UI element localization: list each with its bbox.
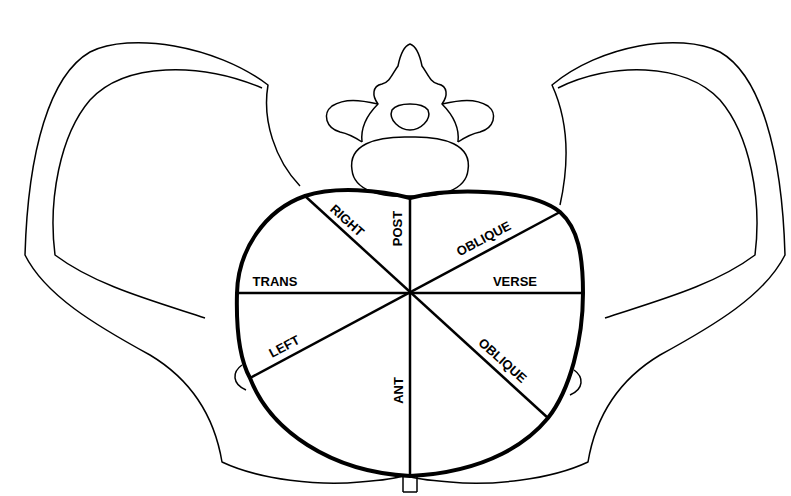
spinal-canal [391, 104, 429, 130]
left-hip-bone [25, 43, 402, 483]
transverse-process [442, 101, 494, 143]
diameter-label: VERSE [492, 275, 538, 288]
diameter-label: OBLIQUE [476, 335, 530, 386]
vertebral-body [352, 137, 469, 196]
inlet-diameters [237, 196, 583, 476]
symphysis-line [416, 476, 418, 492]
right-oblique-diameter [305, 196, 548, 418]
pelvic-inlet-outline [237, 190, 583, 476]
vertebral-arch [362, 44, 459, 142]
diameter-label: TRANS [252, 275, 299, 288]
symphysis-line [403, 491, 417, 493]
left-oblique-diameter [250, 212, 560, 378]
diameter-label: RIGHT [327, 201, 367, 239]
iliac-crest-inner-line [558, 70, 757, 318]
iliac-crest-inner-line [53, 70, 262, 318]
sacrum [326, 44, 493, 196]
pubic-symphysis [403, 476, 417, 492]
diameter-label: OBLIQUE [454, 218, 514, 258]
anteroposterior-diameter [409, 198, 412, 476]
iliac-wing-outline [25, 43, 402, 483]
pelvis-bones [25, 43, 785, 492]
transverse-process [326, 101, 378, 143]
diameter-label: ANT [392, 376, 405, 405]
symphysis-line [402, 476, 404, 492]
diameter-label: LEFT [266, 332, 303, 360]
diameter-label: POST [392, 209, 405, 246]
